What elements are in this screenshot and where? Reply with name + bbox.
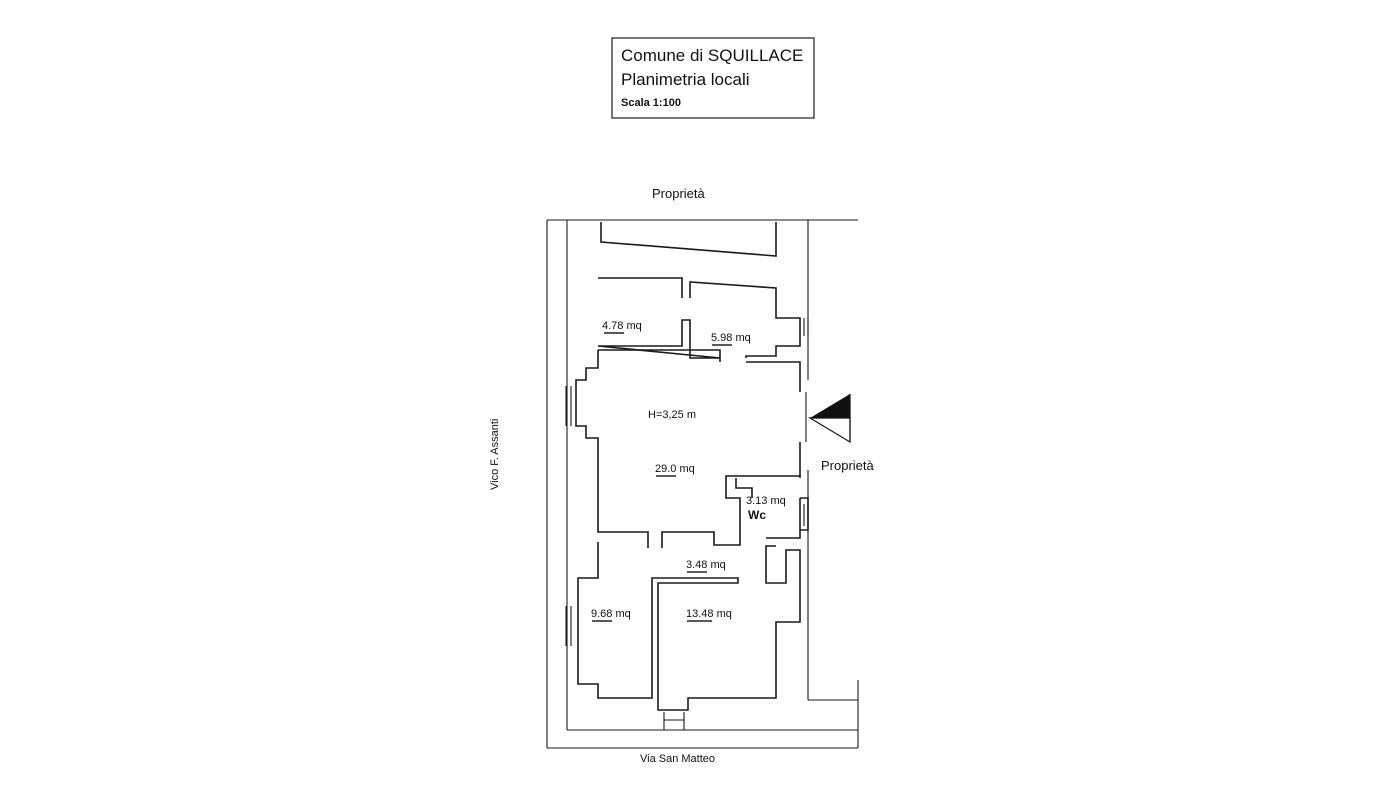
ceiling-height: H=3,25 m [648,409,696,421]
north-arrow-icon [807,394,851,444]
windows [565,318,809,646]
entrance-door [663,712,685,730]
room-a-walls [597,277,801,359]
neighbor-top-label: Proprietà [652,186,706,201]
wc-area: 3.13 mq [746,495,786,507]
room-b-area: 5.98 mq [711,332,751,344]
neighbor-right-label: Proprietà [821,458,875,473]
title-line-1: Comune di SQUILLACE [621,46,803,65]
title-block: Comune di SQUILLACE Planimetria locali S… [611,37,815,119]
main-walls [575,349,801,711]
hall-area: 3.48 mq [686,559,726,571]
street-bottom-label: Via San Matteo [640,753,715,765]
top-strip [600,222,777,257]
room-a-area: 4.78 mq [602,320,642,332]
street-left-label: Vico F. Assanti [489,419,501,490]
scale-label: Scala 1:100 [621,97,681,109]
wc-label: Wc [748,508,766,522]
main-room-area: 29.0 mq [655,463,695,475]
title-line-2: Planimetria locali [621,70,750,89]
site-boundary [546,219,859,749]
room-c-area: 9.68 mq [591,608,631,620]
room-d-area: 13.48 mq [686,608,732,620]
